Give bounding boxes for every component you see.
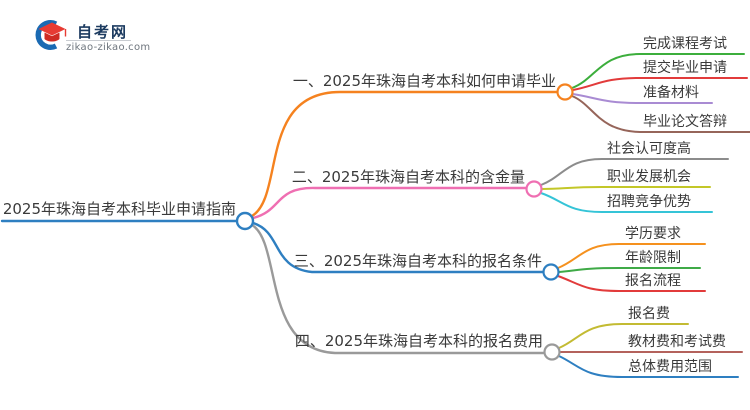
branch-3-child-1-label: 学历要求: [625, 225, 681, 242]
branch-2-child-1-curve: [540, 158, 729, 186]
branch-3-label: 三、2025年珠海自考本科的报名条件: [293, 251, 542, 270]
logo-title: 自考网: [77, 23, 129, 41]
graduation-cap-icon: [35, 20, 67, 50]
branch-4-child-1-label: 报名费: [628, 305, 670, 322]
branch-4-child-1-curve: [558, 323, 689, 349]
branch-2-label: 二、2025年珠海自考本科的含金量: [291, 167, 525, 186]
branch-1-child-2-label: 提交毕业申请: [643, 59, 727, 76]
site-logo: 自考网 zikao-zikao.com: [32, 18, 162, 53]
logo-domain: zikao-zikao.com: [66, 42, 151, 53]
branch-1-child-1-label: 完成课程考试: [643, 35, 727, 52]
branch-1-node-circle: [556, 83, 574, 101]
branch-1-label: 一、2025年珠海自考本科如何申请毕业: [292, 71, 556, 90]
branch-1-child-4-label: 毕业论文答辩: [643, 113, 727, 130]
branch-3-child-2-curve: [558, 267, 701, 273]
branch-2-child-2-curve: [541, 186, 711, 190]
branch-4-label: 四、2025年珠海自考本科的报名费用: [294, 331, 543, 350]
branch-4-curve: [250, 223, 546, 355]
branch-2-node-circle: [525, 180, 543, 198]
logo-divider: [66, 40, 131, 41]
branch-4-child-3-label: 总体费用范围: [628, 358, 712, 375]
branch-1-child-3-curve: [572, 93, 713, 104]
branch-3-child-1-curve: [557, 243, 706, 269]
root-node-circle: [235, 211, 255, 231]
branch-1-child-3-label: 准备材料: [643, 84, 699, 101]
branch-4-node-circle: [543, 343, 561, 361]
branch-3-child-2-label: 年龄限制: [625, 249, 681, 266]
root-node-label: 2025年珠海自考本科毕业申请指南: [2, 199, 236, 218]
branch-2-curve: [251, 186, 528, 220]
branch-4-child-2-label: 教材费和考试费: [628, 333, 726, 350]
branch-2-child-1-label: 社会认可度高: [607, 140, 691, 157]
branch-3-node-circle: [542, 263, 560, 281]
branch-1-child-1-curve: [571, 53, 745, 89]
branch-1-child-2-curve: [572, 77, 748, 91]
branch-1-child-4-curve: [571, 95, 750, 133]
branch-3-curve: [251, 221, 545, 274]
branch-2-child-3-curve: [540, 192, 713, 213]
branch-4-child-3-curve: [558, 355, 739, 378]
branch-3-child-3-label: 报名流程: [625, 272, 681, 289]
branch-2-child-2-label: 职业发展机会: [607, 168, 691, 185]
branch-1-curve: [250, 90, 559, 218]
branch-3-child-3-curve: [557, 275, 706, 292]
branch-2-child-3-label: 招聘竞争优势: [607, 193, 691, 210]
